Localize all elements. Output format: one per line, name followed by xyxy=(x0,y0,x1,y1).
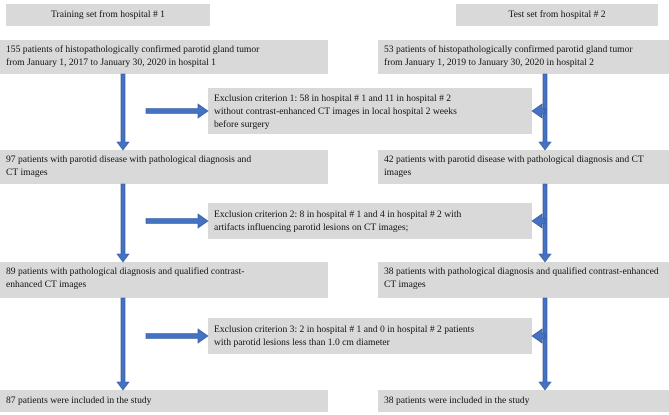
left-step2-box: 97 patients with parotid disease with pa… xyxy=(0,150,328,184)
right-to-exclusion-arrow-2 xyxy=(531,213,546,229)
test-set-header: Test set from hospital # 2 xyxy=(456,4,658,26)
right-down-arrow-3 xyxy=(538,297,552,391)
right-step1-box: 53 patients of histopathologically confi… xyxy=(378,40,669,74)
arrow-group xyxy=(116,73,552,391)
right-to-exclusion-arrow-1 xyxy=(531,103,546,119)
left-down-arrow-2 xyxy=(116,183,130,263)
left-to-exclusion-arrow-1 xyxy=(145,103,209,119)
left-step4-box: 87 patients were included in the study xyxy=(0,390,328,412)
exclusion-criterion-2-box: Exclusion criterion 2: 8 in hospital # 1… xyxy=(208,203,532,239)
exclusion-criterion-3-box: Exclusion criterion 3: 2 in hospital # 1… xyxy=(208,318,532,354)
right-step3-box: 38 patients with pathological diagnosis … xyxy=(378,262,669,298)
exclusion-criterion-1-box: Exclusion criterion 1: 58 in hospital # … xyxy=(208,88,532,134)
left-to-exclusion-arrow-3 xyxy=(145,328,209,344)
training-set-header: Training set from hospital # 1 xyxy=(6,4,210,26)
left-step3-box: 89 patients with pathological diagnosis … xyxy=(0,262,328,298)
left-step1-box: 155 patients of histopathologically conf… xyxy=(0,40,328,74)
left-down-arrow-1 xyxy=(116,73,130,151)
left-down-arrow-3 xyxy=(116,297,130,391)
left-to-exclusion-arrow-2 xyxy=(145,213,209,229)
right-step2-box: 42 patients with parotid disease with pa… xyxy=(378,150,669,184)
right-to-exclusion-arrow-3 xyxy=(531,328,546,344)
right-step4-box: 38 patients were included in the study xyxy=(378,390,669,412)
